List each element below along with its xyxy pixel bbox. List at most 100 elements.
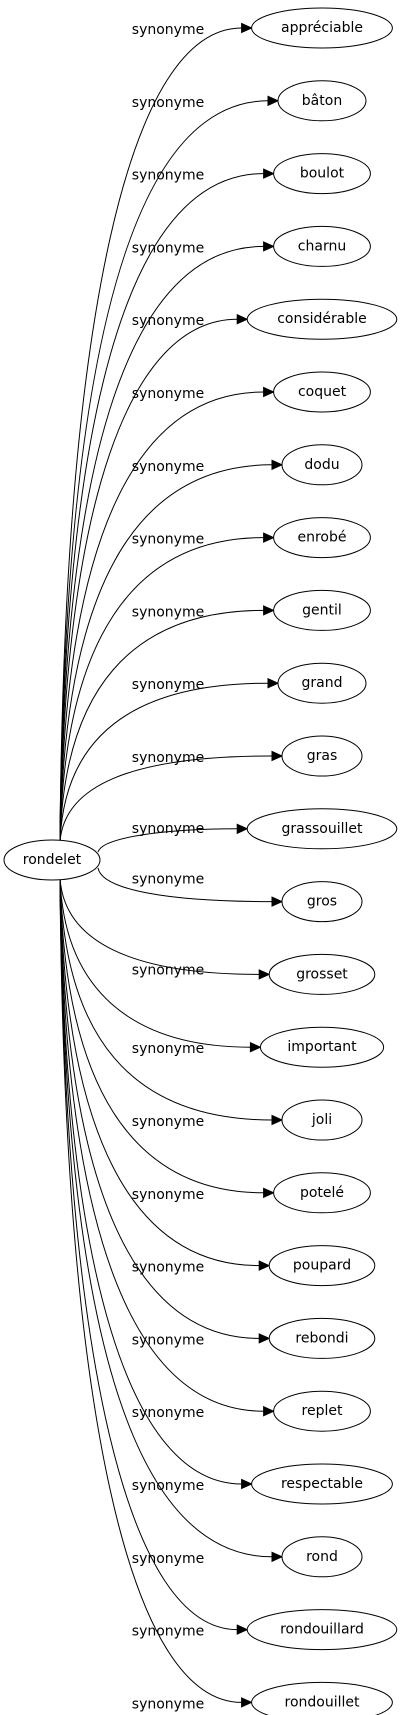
node-ellipse [281, 1536, 363, 1578]
node-label: grosset [296, 966, 348, 982]
edge-label: synonyme [132, 872, 204, 888]
edge-label: synonyme [132, 1260, 204, 1276]
node-target[interactable]: bâton [277, 80, 367, 122]
edge-line [97, 867, 273, 903]
node-target[interactable]: joli [281, 1099, 363, 1141]
node-ellipse [281, 1099, 363, 1141]
edge-line [59, 877, 260, 1339]
node-label: bâton [302, 93, 342, 109]
node-target[interactable]: poupard [268, 1245, 376, 1287]
node-ellipse [273, 1172, 371, 1214]
edge-label: synonyme [132, 1041, 204, 1057]
node-target[interactable]: grosset [268, 953, 376, 995]
edge-19: synonyme [59, 877, 275, 1421]
arrow-head [249, 1041, 262, 1053]
node-ellipse [268, 1245, 376, 1287]
edge-12: synonyme [97, 867, 284, 907]
node-target[interactable]: gros [281, 881, 363, 923]
node-target[interactable]: grassouillet [246, 808, 398, 850]
node-target[interactable]: rond [281, 1536, 363, 1578]
edge-label: synonyme [132, 168, 204, 184]
edge-label: synonyme [132, 1624, 204, 1640]
edge-label: synonyme [132, 1405, 204, 1421]
edge-line [59, 877, 273, 1121]
node-ellipse [273, 225, 371, 267]
edge-14: synonyme [59, 877, 262, 1057]
node-ellipse [277, 662, 367, 704]
node-source[interactable]: rondelet [3, 839, 101, 881]
arrow-head [267, 677, 280, 689]
node-ellipse [246, 1609, 398, 1651]
node-target[interactable]: boulot [273, 153, 371, 195]
arrow-head [263, 605, 275, 616]
arrow-head [263, 386, 275, 398]
node-label: coquet [298, 384, 347, 400]
edge-line [59, 464, 273, 843]
node-ellipse [259, 1026, 385, 1068]
arrow-head [241, 1697, 253, 1708]
edge-5: synonyme [59, 386, 275, 843]
edge-label: synonyme [132, 95, 204, 111]
node-label: considérable [277, 311, 367, 327]
arrow-head [271, 896, 284, 907]
arrow-head [271, 750, 284, 762]
node-ellipse [273, 153, 371, 195]
node-label: dodu [304, 457, 339, 473]
edge-label: synonyme [132, 240, 204, 256]
node-target[interactable]: rondouillet [251, 1681, 393, 1715]
edge-line [59, 245, 264, 843]
node-target[interactable]: dodu [281, 444, 363, 486]
node-label: gros [307, 894, 337, 910]
arrow-head [236, 313, 249, 325]
edge-label: synonyme [132, 962, 204, 978]
node-target[interactable]: gras [281, 735, 363, 777]
edge-line [59, 877, 273, 1558]
edge-18: synonyme [59, 877, 271, 1348]
edge-0: synonyme [59, 22, 253, 843]
node-ellipse [246, 298, 398, 340]
edge-4: synonyme [59, 313, 249, 843]
arrow-head [263, 1187, 275, 1199]
edge-16: synonyme [59, 877, 275, 1203]
node-label: grassouillet [281, 821, 363, 837]
edge-line [59, 877, 264, 1412]
node-target[interactable]: respectable [251, 1463, 393, 1505]
edge-7: synonyme [59, 532, 275, 843]
arrow-head [258, 969, 271, 980]
node-label: joli [311, 1112, 332, 1128]
node-target[interactable]: coquet [273, 371, 371, 413]
node-ellipse [268, 1317, 376, 1359]
node-label: rondouillard [280, 1622, 364, 1638]
edge-label: synonyme [132, 313, 204, 329]
node-target[interactable]: appréciable [251, 7, 393, 49]
edge-line [59, 877, 264, 1194]
node-target[interactable]: rondouillard [246, 1609, 398, 1651]
node-label: enrobé [298, 530, 347, 546]
edge-label: synonyme [132, 604, 204, 620]
node-target[interactable]: charnu [273, 225, 371, 267]
edge-line [59, 877, 260, 1267]
node-target[interactable]: considérable [246, 298, 398, 340]
node-target[interactable]: important [259, 1026, 385, 1068]
node-target[interactable]: gentil [273, 589, 371, 631]
node-ellipse [281, 444, 363, 486]
node-label: gras [307, 748, 338, 764]
arrow-head [263, 241, 275, 252]
node-target[interactable]: potelé [273, 1172, 371, 1214]
node-target[interactable]: grand [277, 662, 367, 704]
node-target[interactable]: enrobé [273, 517, 371, 559]
arrow-head [271, 1551, 284, 1563]
edge-9: synonyme [59, 677, 280, 843]
node-target[interactable]: replet [273, 1390, 371, 1432]
edge-8: synonyme [59, 604, 275, 843]
arrow-head [236, 1624, 249, 1635]
edge-label: synonyme [132, 1114, 204, 1130]
node-ellipse [3, 839, 101, 881]
arrow-head [271, 459, 284, 471]
edge-line [59, 537, 264, 843]
node-label: charnu [298, 238, 346, 254]
node-target[interactable]: rebondi [268, 1317, 376, 1359]
edge-label: synonyme [132, 821, 204, 837]
edge-line [59, 173, 264, 843]
